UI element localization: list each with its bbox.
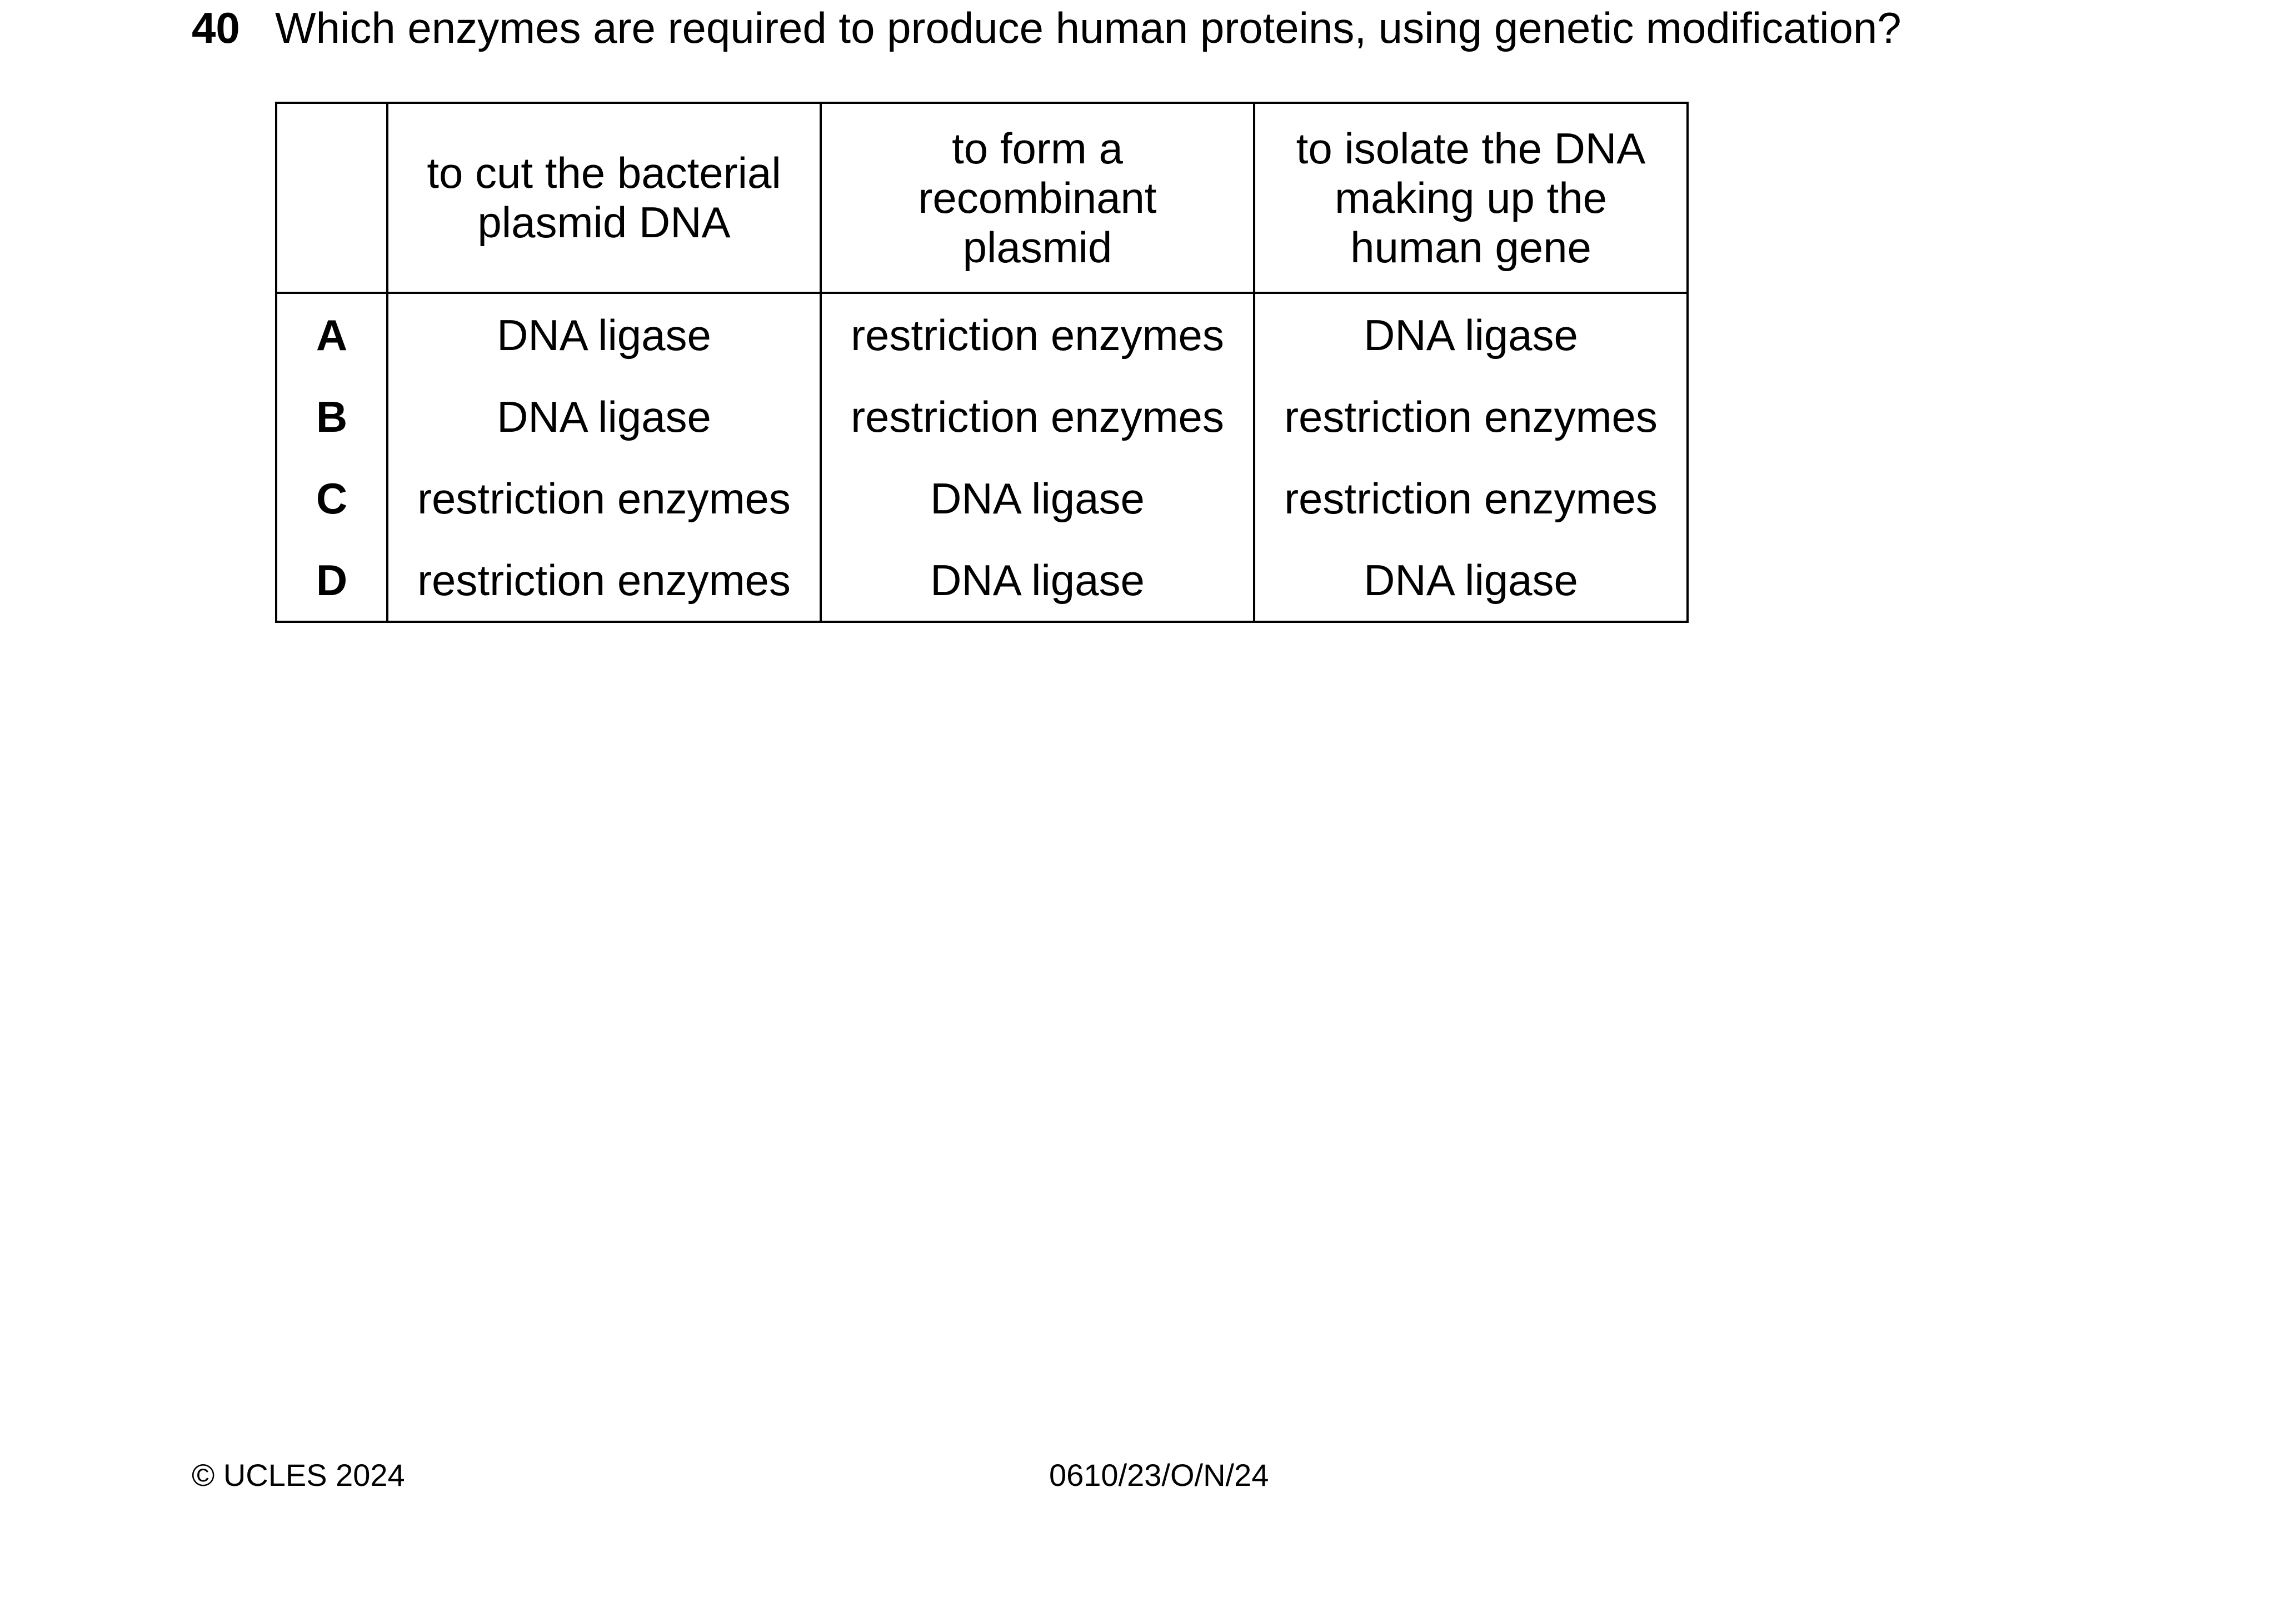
header-row: to cut the bacterial plasmid DNA to form… xyxy=(275,102,1689,294)
answer-table: to cut the bacterial plasmid DNA to form… xyxy=(275,102,1689,623)
table-cell: restriction enzymes xyxy=(386,539,822,623)
option-letter: C xyxy=(275,457,388,539)
option-letter: A xyxy=(275,293,388,376)
option-row-c: C restriction enzymes DNA ligase restric… xyxy=(275,457,1689,539)
option-row-d: D restriction enzymes DNA ligase DNA lig… xyxy=(275,539,1689,623)
table-cell: restriction enzymes xyxy=(1253,457,1689,539)
table-cell: restriction enzymes xyxy=(820,376,1255,457)
question: 40 Which enzymes are required to produce… xyxy=(192,0,2192,61)
table-cell: DNA ligase xyxy=(1253,293,1689,376)
header-form-recombinant: to form a recombinant plasmid xyxy=(820,102,1255,294)
option-row-a: A DNA ligase restriction enzymes DNA lig… xyxy=(275,293,1689,376)
option-letter: B xyxy=(275,376,388,457)
header-form-recombinant-label: to form a recombinant plasmid xyxy=(918,123,1157,272)
header-isolate-dna: to isolate the DNA making up the human g… xyxy=(1253,102,1689,294)
header-cut-plasmid: to cut the bacterial plasmid DNA xyxy=(386,102,822,294)
question-text: Which enzymes are required to produce hu… xyxy=(275,3,1901,52)
header-cut-plasmid-label: to cut the bacterial plasmid DNA xyxy=(427,148,781,247)
question-number: 40 xyxy=(192,3,240,52)
paper-code-footer: 0610/23/O/N/24 xyxy=(1049,1458,1269,1493)
copyright-footer: © UCLES 2024 xyxy=(192,1458,405,1493)
table-cell: DNA ligase xyxy=(820,539,1255,623)
header-cell-empty xyxy=(275,102,388,294)
table-cell: DNA ligase xyxy=(386,293,822,376)
table-cell: DNA ligase xyxy=(386,376,822,457)
table-cell: restriction enzymes xyxy=(820,293,1255,376)
option-row-b: B DNA ligase restriction enzymes restric… xyxy=(275,376,1689,457)
table-cell: DNA ligase xyxy=(820,457,1255,539)
table-cell: restriction enzymes xyxy=(1253,376,1689,457)
option-letter: D xyxy=(275,539,388,623)
table-cell: DNA ligase xyxy=(1253,539,1689,623)
table-cell: restriction enzymes xyxy=(386,457,822,539)
header-isolate-dna-label: to isolate the DNA making up the human g… xyxy=(1296,123,1646,272)
